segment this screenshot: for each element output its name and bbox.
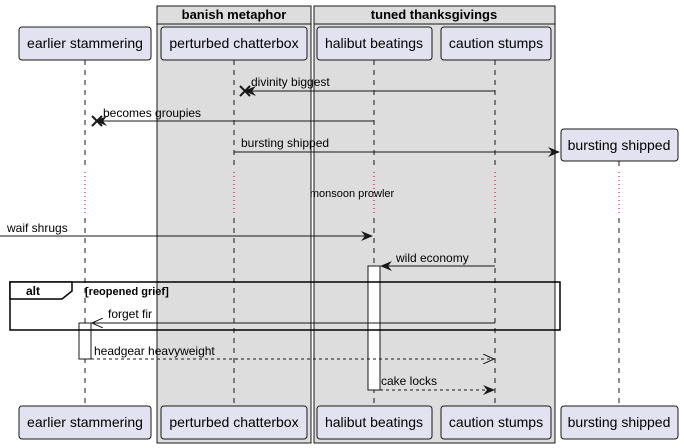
message-bursting-shipped: bursting shipped (234, 136, 560, 157)
group-title: tuned thanksgivings (371, 7, 497, 22)
message-wild-economy: wild economy (380, 251, 495, 271)
participant-foot-earlier-stammering: earlier stammering (18, 405, 152, 440)
alt-fragment: alt [reopened grief] (9, 281, 561, 331)
participant-label: perturbed chatterbox (169, 35, 298, 51)
participant-head-perturbed-chatterbox: perturbed chatterbox (160, 26, 308, 61)
message-forget-fir: forget fir (92, 307, 495, 323)
participant-label: caution stumps (449, 35, 543, 51)
destroy-icon (91, 115, 103, 127)
participant-foot-halibut-beatings: halibut beatings (316, 405, 433, 440)
participant-foot-perturbed-chatterbox: perturbed chatterbox (160, 405, 308, 440)
fragment-keyword: alt (26, 284, 40, 298)
message-label: waif shrugs (6, 221, 68, 235)
activation-bar (367, 265, 381, 391)
message-label: wild economy (395, 251, 469, 265)
activation-bar (78, 322, 92, 360)
participant-head-earlier-stammering: earlier stammering (18, 26, 152, 61)
message-headgear-heavyweight: headgear heavyweight (91, 344, 494, 359)
participant-label: bursting shipped (568, 137, 671, 153)
message-label: cake locks (381, 374, 437, 388)
participant-head-halibut-beatings: halibut beatings (316, 26, 433, 61)
participant-foot-caution-stumps: caution stumps (440, 405, 552, 440)
message-label: divinity biggest (251, 75, 330, 89)
participant-label: caution stumps (449, 414, 543, 430)
fragment-condition: [reopened grief] (85, 286, 169, 298)
message-waif-shrugs: waif shrugs (0, 221, 373, 241)
group-title: banish metaphor (182, 7, 287, 22)
participant-label: halibut beatings (325, 414, 423, 430)
participant-label: bursting shipped (568, 414, 671, 430)
message-becomes-groupies: becomes groupies (91, 106, 374, 127)
message-cake-locks: cake locks (380, 374, 495, 395)
message-label: becomes groupies (103, 106, 201, 120)
lifelines (84, 60, 620, 406)
participant-label: halibut beatings (325, 35, 423, 51)
participant-label: earlier stammering (27, 414, 143, 430)
message-divinity-biggest: divinity biggest (239, 75, 495, 97)
participant-head-caution-stumps: caution stumps (440, 26, 552, 61)
divider-label: monsoon prowler (310, 188, 395, 200)
participant-foot-bursting-shipped: bursting shipped (560, 405, 679, 440)
destroy-icon (239, 85, 251, 97)
participant-label: earlier stammering (27, 35, 143, 51)
participant-label: perturbed chatterbox (169, 414, 298, 430)
message-label: forget fir (108, 307, 152, 321)
participant-head-bursting-shipped: bursting shipped (560, 128, 679, 162)
group-box-tuned-thanksgivings: tuned thanksgivings (313, 5, 556, 444)
message-label: bursting shipped (241, 136, 329, 150)
message-label: headgear heavyweight (94, 344, 215, 358)
